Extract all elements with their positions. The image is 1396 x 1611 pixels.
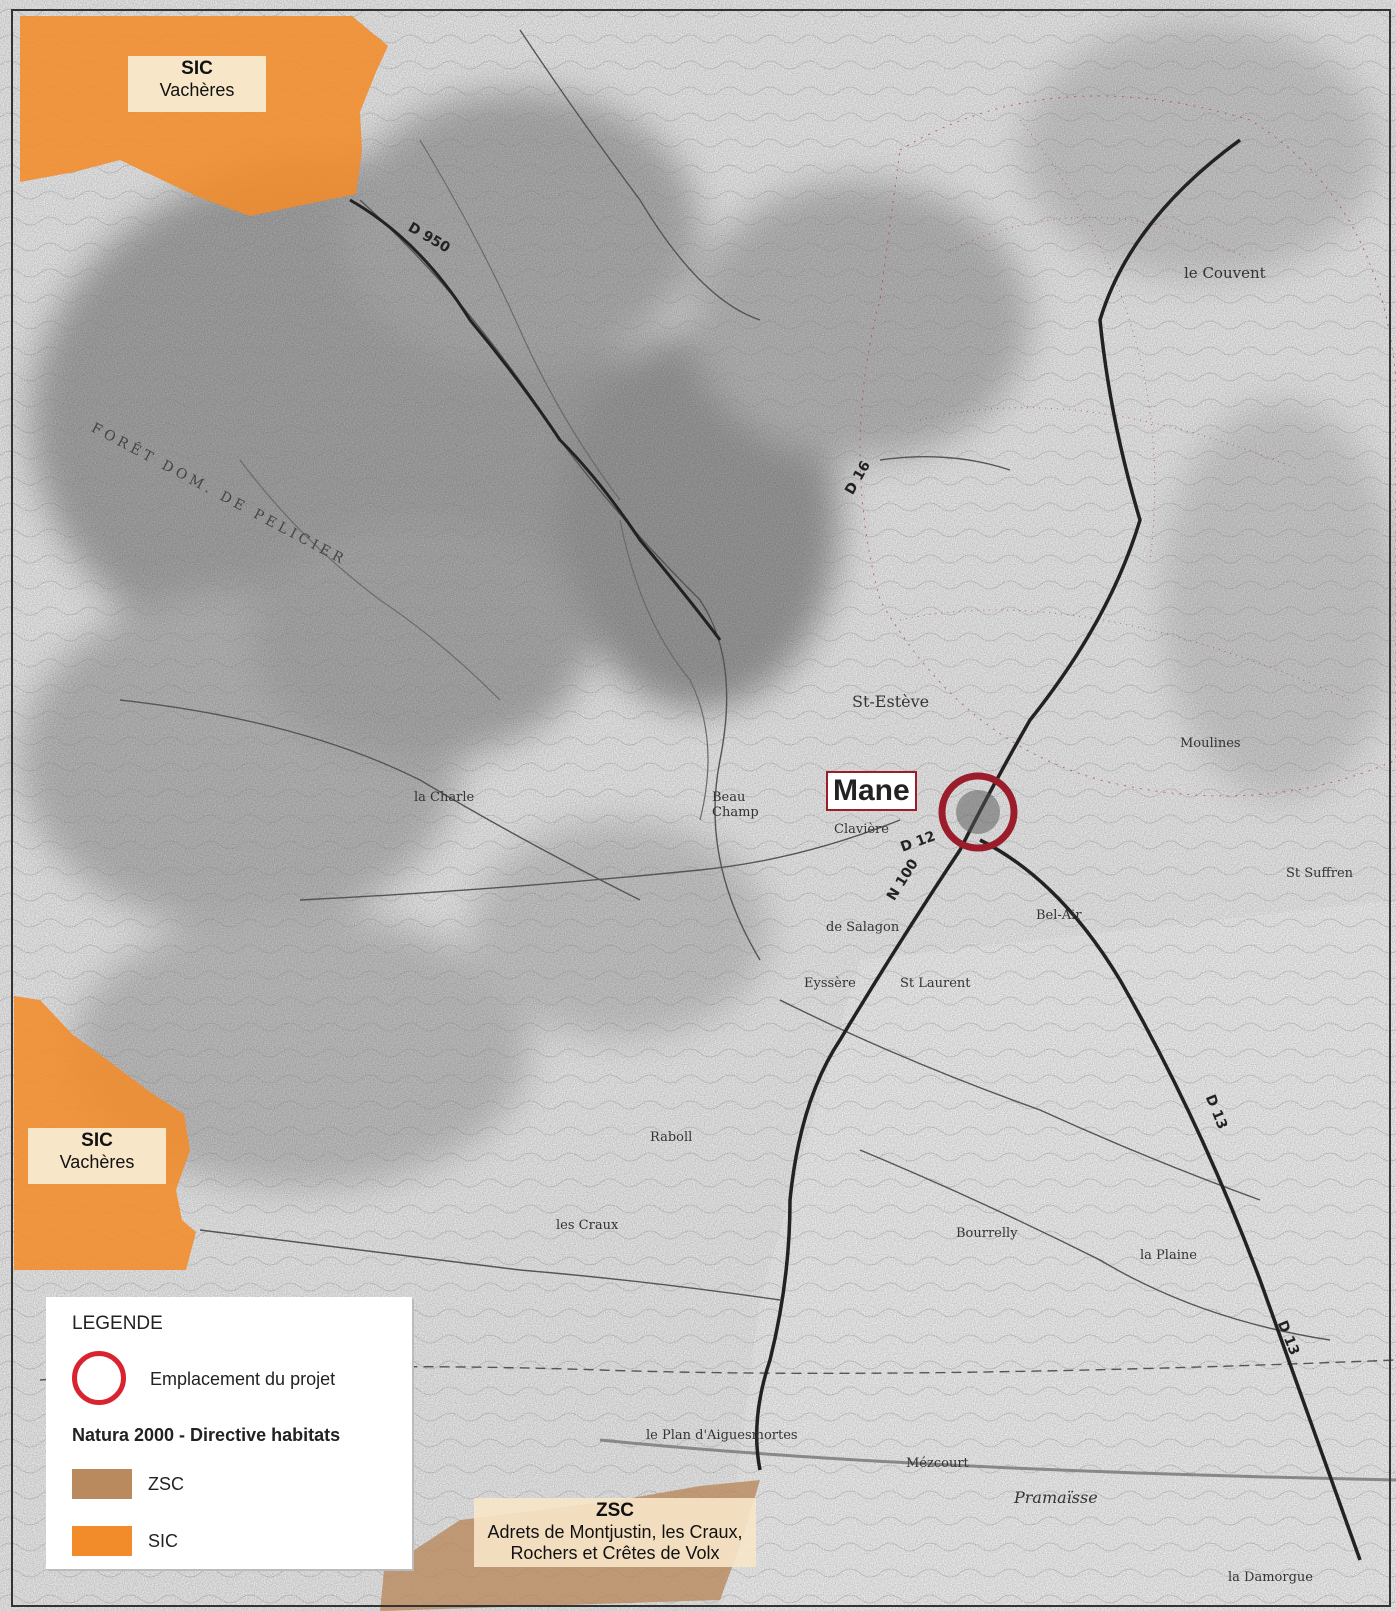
- place-la-plaine: la Plaine: [1140, 1248, 1197, 1263]
- place-pramaisse: Pramaïsse: [1014, 1488, 1098, 1507]
- legend-sic-label: SIC: [148, 1531, 179, 1551]
- place-st-esteve: St-Estève: [852, 692, 930, 711]
- road-d13: [979, 838, 1362, 1561]
- place-la-damorgue: la Damorgue: [1228, 1570, 1313, 1585]
- place-beau-champ: Beau Champ: [712, 790, 759, 820]
- sic-north-line1: SIC: [181, 58, 213, 79]
- place-st-saffran: St Suffren: [1286, 866, 1354, 881]
- project-location-center: [956, 790, 1000, 834]
- zsc-south-line1: ZSC: [596, 1500, 634, 1521]
- zsc-south-line3: Rochers et Crêtes de Volx: [510, 1542, 720, 1563]
- legend-zsc-label: ZSC: [148, 1474, 184, 1494]
- streams: [239, 139, 709, 821]
- legend-project-label: Emplacement du projet: [150, 1369, 336, 1389]
- place-le-plan: le Plan d'Aiguesmortes: [646, 1428, 798, 1443]
- minor-roads: [39, 29, 1396, 1482]
- place-couvent: le Couvent: [1184, 264, 1266, 282]
- place-bel-air: Bel-Air: [1036, 908, 1082, 923]
- place-moulines: Moulines: [1180, 736, 1241, 751]
- place-raboll: Raboll: [650, 1130, 693, 1145]
- map-frame: [11, 9, 1391, 1607]
- place-eyssere: Eyssère: [804, 976, 856, 991]
- place-st-laurent: St Laurent: [900, 976, 971, 991]
- mane-label: Mane: [826, 771, 917, 811]
- place-claviere: Clavière: [834, 822, 889, 837]
- place-la-charle: la Charle: [414, 790, 475, 805]
- legend-section-title: Natura 2000 - Directive habitats: [72, 1425, 341, 1445]
- zsc-south-label: ZSC Adrets de Montjustin, les Craux, Roc…: [474, 1498, 756, 1568]
- place-bourrelly: Bourrelly: [956, 1226, 1018, 1241]
- sic-west-line1: SIC: [81, 1130, 113, 1151]
- legend-project-circle-icon: [72, 1351, 126, 1405]
- map-legend: LEGENDE Emplacement du projet Natura 200…: [46, 1297, 412, 1569]
- legend-title: LEGENDE: [72, 1313, 163, 1334]
- zsc-south-line2: Adrets de Montjustin, les Craux,: [487, 1521, 743, 1542]
- legend-zsc-swatch: [72, 1469, 132, 1499]
- place-les-craux: les Craux: [556, 1218, 619, 1233]
- road-d950: [349, 198, 722, 641]
- sic-west-label: SIC Vachères: [28, 1128, 166, 1184]
- place-salagon: de Salagon: [826, 920, 900, 935]
- sic-north-line2: Vachères: [159, 79, 235, 100]
- legend-sic-swatch: [72, 1526, 132, 1556]
- sic-west-line2: Vachères: [59, 1151, 135, 1172]
- sic-zone-north: [20, 16, 388, 216]
- sic-north-label: SIC Vachères: [128, 56, 266, 112]
- project-location-circle: [938, 772, 1018, 852]
- urban-area-dots: [859, 95, 1396, 797]
- place-mezcourt: Mézcourt: [906, 1456, 969, 1471]
